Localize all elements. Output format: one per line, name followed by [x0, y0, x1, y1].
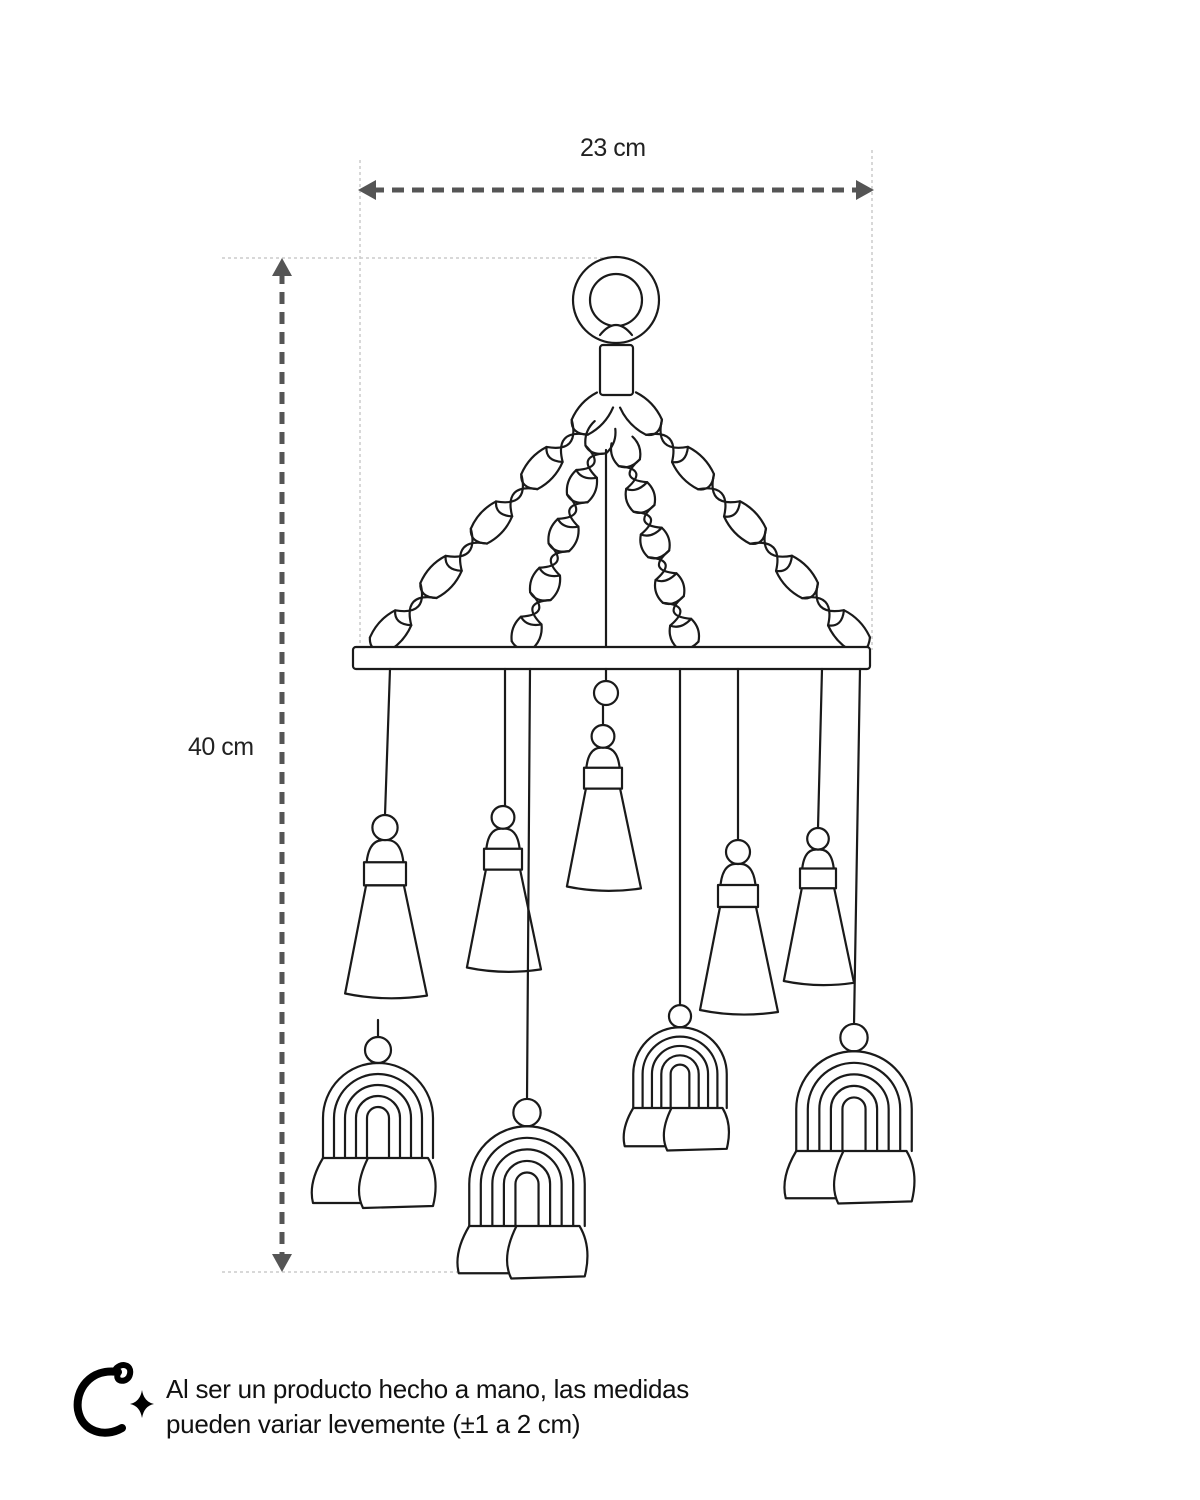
tassel-wrap: [482, 847, 524, 871]
bead: [839, 1022, 869, 1053]
tassel: [344, 813, 429, 1000]
rainbow: [622, 1004, 731, 1152]
width-arrow: [358, 180, 874, 200]
tassel-wrap: [582, 766, 624, 790]
rope-twist: [494, 500, 514, 518]
tassel-fringe: [698, 905, 780, 1016]
height-arrow: [272, 258, 292, 1272]
rainbow: [310, 1035, 437, 1210]
bead: [592, 679, 620, 707]
note-line-1: Al ser un producto hecho a mano, las med…: [166, 1374, 689, 1404]
rope-twist: [774, 554, 794, 573]
bead: [490, 804, 516, 830]
rope-twist: [625, 481, 649, 492]
rope-twist: [639, 526, 663, 537]
bead: [371, 813, 399, 842]
tassel: [465, 804, 543, 973]
rainbow-arc: [632, 1026, 728, 1110]
rainbow-tassel: [662, 1106, 731, 1152]
rainbow-arc: [365, 1105, 391, 1160]
rainbow-arc: [795, 1050, 913, 1153]
wooden-bar: [351, 645, 872, 671]
rope-twist: [444, 554, 463, 572]
tassel-fringe: [465, 868, 543, 973]
rope-twist: [394, 609, 413, 627]
rainbow-arc: [818, 1073, 890, 1153]
rope-twist: [575, 468, 598, 480]
rainbow-arc: [491, 1148, 563, 1228]
rainbow-arc: [514, 1171, 540, 1228]
tassel-wrap: [716, 883, 760, 909]
tassel-fringe: [782, 887, 856, 987]
bead: [590, 723, 616, 749]
mobile-drawing: [310, 255, 916, 1280]
string: [525, 667, 532, 1102]
handmade-logo-icon: [73, 1362, 154, 1437]
rainbow-tassel: [357, 1156, 437, 1210]
rope-edge: [510, 420, 596, 643]
tassel: [782, 826, 856, 987]
handmade-note: Al ser un producto hecho a mano, las med…: [166, 1372, 689, 1442]
bead: [667, 1004, 693, 1029]
height-label: 40 cm: [188, 733, 254, 761]
rainbow-arc: [641, 1035, 719, 1110]
rope-edge: [618, 406, 856, 654]
bead: [806, 826, 830, 851]
rope-edge: [384, 406, 615, 654]
rainbow-arc: [502, 1159, 552, 1228]
tassel-wrap: [362, 861, 408, 887]
string: [816, 667, 824, 830]
ring-knot: [598, 343, 635, 397]
rope-twist: [670, 445, 690, 464]
bead: [512, 1097, 542, 1128]
rope-twist: [538, 566, 562, 578]
rainbow-arc: [669, 1063, 691, 1110]
hanging-ornaments: [310, 667, 916, 1280]
rope-twist: [556, 517, 580, 529]
tassel: [698, 838, 780, 1016]
rainbow: [456, 1097, 589, 1280]
rainbow-arc: [806, 1061, 902, 1153]
rainbow-arc: [321, 1061, 435, 1160]
rope-edge: [531, 427, 617, 650]
rainbow-arc: [660, 1054, 700, 1110]
rope-twist: [545, 445, 564, 464]
string: [383, 667, 392, 817]
rope-edge: [628, 435, 701, 643]
rainbow-tassel: [505, 1224, 589, 1280]
rainbow-arc: [650, 1044, 710, 1110]
rope-edge: [368, 391, 599, 639]
rainbow: [783, 1022, 916, 1205]
width-label: 23 cm: [580, 134, 646, 162]
rainbow-arc: [354, 1094, 402, 1160]
note-line-2: pueden variar levemente (±1 a 2 cm): [166, 1409, 581, 1439]
braided-ropes: [368, 391, 872, 654]
guide-lines: [222, 150, 873, 1273]
rope-twist: [826, 609, 846, 627]
tassel: [565, 723, 643, 892]
tassel-wrap: [798, 867, 838, 890]
rainbow-arc: [468, 1125, 586, 1228]
tassel-fringe: [344, 884, 429, 1000]
rainbow-arc: [829, 1084, 879, 1153]
bead: [363, 1035, 393, 1065]
rainbow-arc: [343, 1083, 413, 1160]
rainbow-arc: [479, 1136, 575, 1228]
rope-twist: [669, 617, 693, 628]
rope-twist: [519, 615, 543, 627]
rainbow-tassel: [832, 1149, 916, 1205]
rope-edge: [634, 391, 872, 639]
rope-twist: [654, 572, 678, 583]
rainbow-arc: [332, 1072, 424, 1160]
rope-edge: [609, 442, 682, 650]
rope-twist: [722, 500, 742, 518]
string: [852, 667, 862, 1027]
rainbow-arc: [841, 1096, 867, 1153]
bead: [724, 838, 752, 866]
tassel-fringe: [565, 787, 643, 892]
